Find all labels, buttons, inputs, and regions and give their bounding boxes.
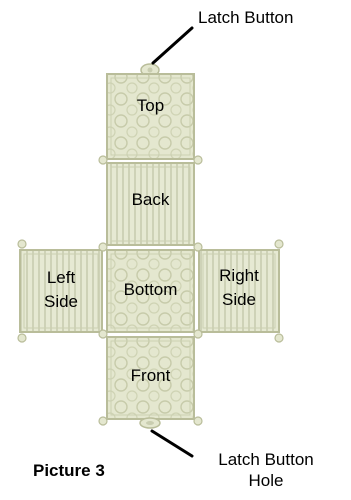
panel-back-label: Back <box>107 190 194 210</box>
panel-left-label-line2: Side <box>20 292 102 312</box>
panel-left-side <box>18 240 102 342</box>
panel-top <box>107 74 194 159</box>
latch-hole-label-line1: Latch Button <box>198 450 334 470</box>
panel-left-label-line1: Left <box>20 268 102 288</box>
panel-right-label-line1: Right <box>199 266 279 286</box>
figure-caption: Picture 3 <box>33 461 105 481</box>
panel-right-label-line2: Side <box>199 290 279 310</box>
latch-button-label: Latch Button <box>198 8 293 28</box>
panel-bottom-label: Bottom <box>107 280 194 300</box>
latch-hole-leader <box>152 431 192 456</box>
latch-button-leader <box>153 28 192 63</box>
panel-top-label: Top <box>107 96 194 116</box>
latch-hole-tab <box>140 418 160 428</box>
latch-hole-label-line2: Hole <box>198 471 334 491</box>
panel-front-label: Front <box>107 366 194 386</box>
